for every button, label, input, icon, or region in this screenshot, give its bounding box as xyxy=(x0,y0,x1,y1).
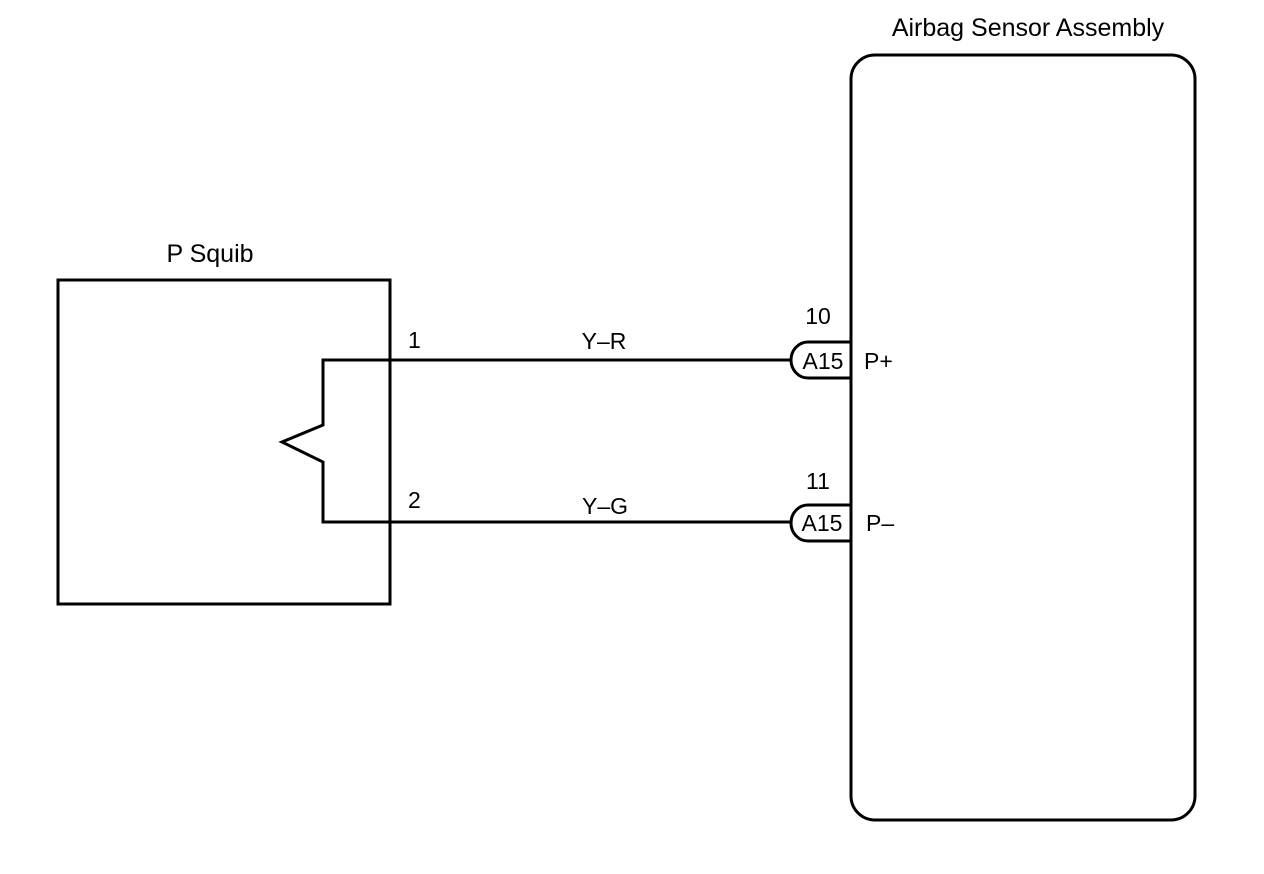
circuit-2: 2 Y–G A15 11 P– xyxy=(390,468,894,543)
connector-label-1: A15 xyxy=(803,348,844,374)
wire-color-1: Y–R xyxy=(582,328,627,354)
squib-element-symbol xyxy=(278,358,390,524)
p-squib-box xyxy=(56,278,392,606)
ecu-pin-11: 11 xyxy=(806,468,830,494)
connector-a15-1 xyxy=(789,340,851,380)
connector-a15-2 xyxy=(789,503,851,543)
ecu-pin-10: 10 xyxy=(805,303,831,329)
wire-color-2: Y–G xyxy=(582,493,628,519)
squib-pin-1: 1 xyxy=(408,327,421,353)
circuit-1: 1 Y–R A15 10 P+ xyxy=(390,303,893,380)
squib-pin-2: 2 xyxy=(408,487,421,513)
terminal-p-minus: P– xyxy=(866,510,894,536)
airbag-sensor-assembly-box xyxy=(849,53,1197,822)
p-squib-label: P Squib xyxy=(166,240,253,268)
terminal-p-plus: P+ xyxy=(864,348,893,374)
connector-label-2: A15 xyxy=(802,510,843,536)
airbag-sensor-assembly-label: Airbag Sensor Assembly xyxy=(892,14,1165,42)
